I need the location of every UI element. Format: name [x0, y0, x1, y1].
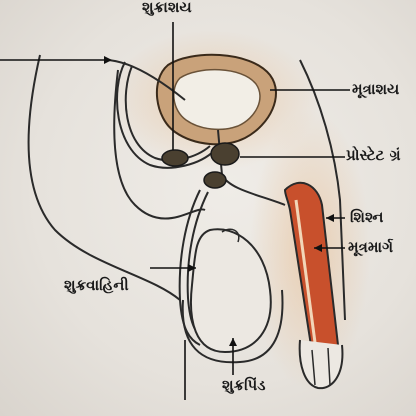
epididymis [221, 228, 240, 243]
glans-lines [311, 347, 331, 386]
arrow-vas-deferens [188, 264, 196, 272]
arrow-urethra [314, 244, 322, 252]
arrow-penis [326, 214, 334, 222]
glans [298, 339, 344, 390]
duct-upper [104, 59, 186, 101]
prostate-gland [210, 142, 240, 166]
body-outline [27, 54, 181, 301]
label-testis: શુક્રપિંડ [222, 376, 266, 394]
label-vas-deferens: શુક્રવાહિની [64, 276, 129, 294]
scrotum-outline [181, 289, 284, 364]
vas-deferens-upper [116, 61, 216, 169]
cowper-gland [203, 171, 227, 189]
arrow-testis [229, 338, 237, 346]
bladder-lumen [173, 68, 261, 131]
penile-urethra [294, 199, 318, 351]
arrow-top-left [104, 56, 112, 64]
vas-deferens-upper-inner [124, 65, 211, 162]
label-penis: શિશ્ન [350, 208, 384, 226]
label-seminal-vesicle: શુક્રાશય [142, 0, 192, 16]
label-prostate-gland: પ્રોસ્ટેટ ગ્રં [346, 146, 401, 164]
vas-deferens-down [178, 189, 201, 346]
abdomen-outline [299, 59, 346, 321]
seminal-vesicle-gland [161, 149, 189, 167]
vas-deferens-left [113, 69, 206, 220]
label-urethra: મૂત્રમાર્ગ [348, 238, 394, 256]
label-urinary-bladder: મૂત્રાશય [352, 80, 400, 98]
